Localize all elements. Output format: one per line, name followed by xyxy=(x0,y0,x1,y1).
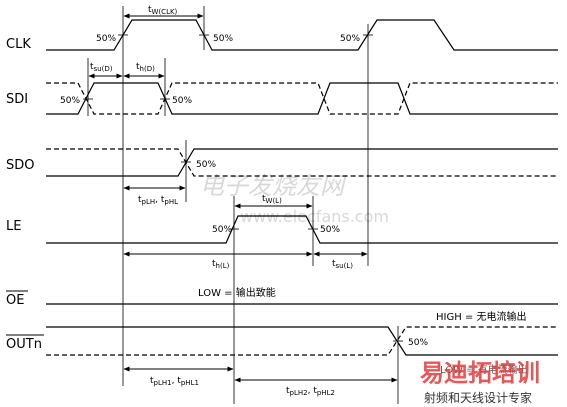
tplh2-label: tpLH2, tpHL2 xyxy=(286,386,335,397)
th-d-label: th(D) xyxy=(136,62,155,73)
oe-low-note: LOW = 输出致能 xyxy=(198,286,276,299)
outn-high-note: HIGH = 无电流输出 xyxy=(436,310,526,323)
le-rise-percent: 50% xyxy=(212,225,232,235)
le-waveform xyxy=(46,215,558,244)
watermark-site: www.elecfans.com xyxy=(240,207,389,226)
tplh-label: tpLH, tpHL xyxy=(138,195,178,206)
outn-waveform-dashed xyxy=(46,326,558,356)
clk-row: CLK 50% 50% 50% xyxy=(6,19,558,52)
sdo-row: SDO 50% xyxy=(6,148,558,177)
watermark-script: 电子发烧友网 xyxy=(200,172,347,200)
brand-watermark: 易迪拓培训 射频和天线设计专家 xyxy=(418,357,564,405)
clk-label: CLK xyxy=(6,37,31,52)
th-l-label: th(L) xyxy=(212,259,230,270)
brand-title: 易迪拓培训 xyxy=(420,359,540,387)
sdi-waveform-solid xyxy=(46,82,558,115)
le-fall-percent: 50% xyxy=(320,225,340,235)
outn-label: OUTn xyxy=(6,337,42,352)
clk-rise2-percent: 50% xyxy=(340,34,360,44)
le-row: LE 50% 50% xyxy=(6,215,558,244)
clk-rise-percent: 50% xyxy=(96,34,116,44)
tplh1-label: tpLH1, tpHL1 xyxy=(150,376,199,387)
timing-arrows xyxy=(88,13,398,383)
outn-percent: 50% xyxy=(408,338,428,348)
sdi-row: SDI 50% 50% xyxy=(6,82,558,115)
sdi-label: SDI xyxy=(6,92,28,107)
brand-backdrop xyxy=(418,357,564,385)
sdi-right-percent: 50% xyxy=(172,96,192,106)
tsu-l-label: tsu(L) xyxy=(332,259,353,270)
tsu-d-label: tsu(D) xyxy=(90,62,113,73)
le-label: LE xyxy=(6,219,21,234)
oe-row: OE LOW = 输出致能 xyxy=(6,286,558,308)
reference-lines xyxy=(87,6,399,404)
watermark: 电子发烧友网 www.elecfans.com xyxy=(200,172,389,226)
sdo-percent: 50% xyxy=(196,160,216,170)
clk-fall-percent: 50% xyxy=(213,34,233,44)
sdo-label: SDO xyxy=(6,158,35,173)
brand-subtitle: 射频和天线设计专家 xyxy=(424,390,532,405)
sdi-left-percent: 50% xyxy=(60,96,80,106)
tw-clk-label: tW(CLK) xyxy=(148,5,178,16)
outn-row: OUTn 50% HIGH = 无电流输出 LOW = 有电流输出 xyxy=(6,310,558,376)
sdo-waveform-solid xyxy=(46,148,558,177)
oe-label: OE xyxy=(6,293,24,308)
tw-l-label: tW(L) xyxy=(262,194,282,205)
timing-labels: tW(CLK) tsu(D) th(D) tpLH, tpHL tW(L) th… xyxy=(90,5,353,397)
outn-low-note: LOW = 有电流输出 xyxy=(440,363,528,376)
